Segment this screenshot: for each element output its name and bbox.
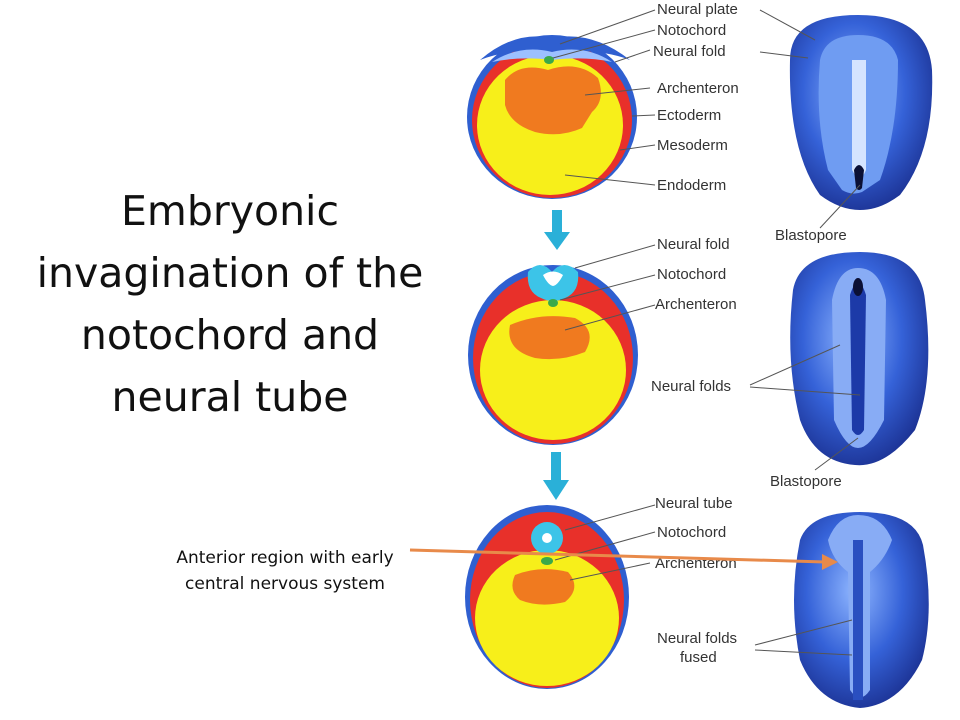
stage2-dorsal-view — [790, 252, 929, 466]
stage1-cross-section — [467, 35, 637, 199]
anterior-region-caption: Anterior region with early central nervo… — [176, 548, 394, 594]
label-blastopore-2: Blastopore — [770, 473, 842, 490]
down-arrow-2 — [543, 452, 569, 500]
label-neural-fold-2: Neural fold — [657, 236, 730, 253]
stage1-notochord — [544, 56, 554, 64]
label-archenteron-2: Archenteron — [655, 296, 737, 313]
label-neural-plate: Neural plate — [657, 1, 738, 18]
stage1-dorsal-view — [789, 15, 933, 210]
label-notochord-2: Notochord — [657, 266, 726, 283]
label-neural-tube: Neural tube — [655, 495, 733, 512]
label-notochord-1: Notochord — [657, 22, 726, 39]
label-mesoderm: Mesoderm — [657, 137, 728, 154]
label-neural-fold-1: Neural fold — [653, 43, 726, 60]
slide-title: Embryonic invagination of the notochord … — [36, 187, 424, 421]
label-endoderm: Endoderm — [657, 177, 726, 194]
label-ectoderm: Ectoderm — [657, 107, 721, 124]
stage2-cross-section — [468, 265, 638, 445]
stage1-archenteron — [505, 66, 601, 135]
down-arrow-1 — [544, 210, 570, 250]
stage2-notochord — [548, 299, 558, 307]
label-fused: fused — [680, 649, 717, 666]
label-neural-folds-2: Neural folds — [651, 378, 731, 395]
label-archenteron-1: Archenteron — [657, 80, 739, 97]
stage3-dorsal-view — [794, 512, 929, 708]
stage3-notochord — [541, 557, 553, 565]
stage3-archenteron — [512, 569, 575, 605]
anterior-pointer-arrow — [409, 548, 838, 570]
stage3-cross-section — [465, 505, 629, 689]
label-notochord-3: Notochord — [657, 524, 726, 541]
label-blastopore-1: Blastopore — [775, 227, 847, 244]
leader-lines — [552, 9, 861, 656]
stage2-archenteron — [509, 316, 590, 360]
label-neural-folds-3: Neural folds — [657, 630, 737, 647]
